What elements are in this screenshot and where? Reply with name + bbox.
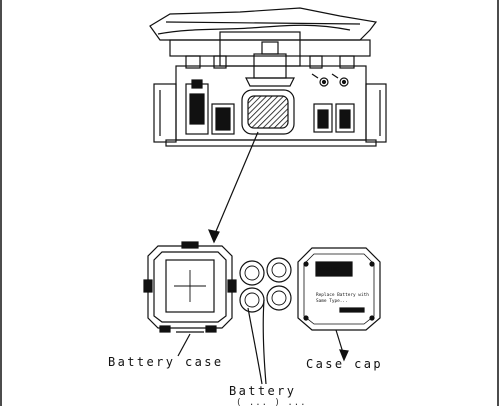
case-cap-inner [303,253,375,325]
connector-right [339,77,349,87]
leader-battery [247,307,263,385]
center-stem-base [245,77,295,87]
case-cap: WARNING Replace Battery with Same Type..… [297,247,381,331]
left-switch-slot [189,93,205,125]
battery-note-label: ( ... ) ... [236,398,307,408]
mounting-plate [169,39,371,57]
arrow-head [208,229,220,244]
connector-stem-right [331,73,339,79]
battery-cell-1-inner [244,265,260,281]
battery-case-outer [147,245,233,329]
battery-case-label: Battery case [108,355,224,369]
battery-label: Battery [229,384,297,398]
case-cap-arrow-head [339,349,349,362]
mount-tab-mid-right [309,55,323,69]
cap-marking-bar [339,307,365,313]
battery-case-cavity [165,259,215,313]
battery-compartment [241,89,295,135]
battery-cell-3-inner [244,292,260,308]
label-leaders [177,299,349,385]
center-knob [261,41,279,55]
cap-marking-line3: Same Type... [316,298,348,304]
battery-cells [239,257,292,313]
case-cap-outer [297,247,381,331]
left-flange [153,83,177,143]
case-clip-bottom-left [159,325,171,333]
left-switch-2-slot [215,107,231,131]
leader-battery-case [177,333,191,357]
cap-screw-bl [303,315,309,321]
battery-cell-1 [239,260,265,286]
connector-left-pin [321,79,327,85]
left-switch-2-housing [211,103,235,135]
battery-cell-2-inner [271,262,287,278]
right-switch-slot [317,109,329,129]
battery-cell-4-inner [271,290,287,306]
device-top-view [149,7,387,147]
battery-cell-2 [266,257,292,283]
case-clip-right [227,279,237,293]
mount-tab-left [185,55,201,69]
case-clip-bottom-right [205,325,217,333]
center-bracket [219,31,301,67]
cap-screw-br [369,315,375,321]
case-clip-left [143,279,153,293]
mount-tab-right [339,55,355,69]
connector-left [319,77,329,87]
cap-screw-tl [303,261,309,267]
top-housing-ridge [165,21,361,25]
cap-screw-tr [369,261,375,267]
battery-case [143,241,237,333]
cap-marking-line2: Replace Battery with [316,292,369,298]
leader-battery-2 [262,299,267,385]
leader-arrow [208,131,259,244]
battery-compartment-hatch [247,95,289,129]
battery-cell-3 [239,287,265,313]
top-housing-wave [157,24,351,35]
battery-case-inner-frame [153,251,227,323]
connector-stem-left [311,73,319,79]
left-switch-knob [191,79,203,89]
case-cap-label: Case cap [306,357,383,371]
battery-cell-4 [266,285,292,311]
right-switch-2-housing [335,103,355,133]
connector-right-pin [341,79,347,85]
right-flange [365,83,387,143]
bottom-rail [165,139,377,147]
leader-line [213,131,259,237]
cap-marking-line1: WARNING [318,267,339,273]
cap-marking-block [315,261,353,277]
case-clip-top [181,241,199,249]
right-switch-2-slot [339,109,351,129]
right-switch-housing [313,103,333,133]
